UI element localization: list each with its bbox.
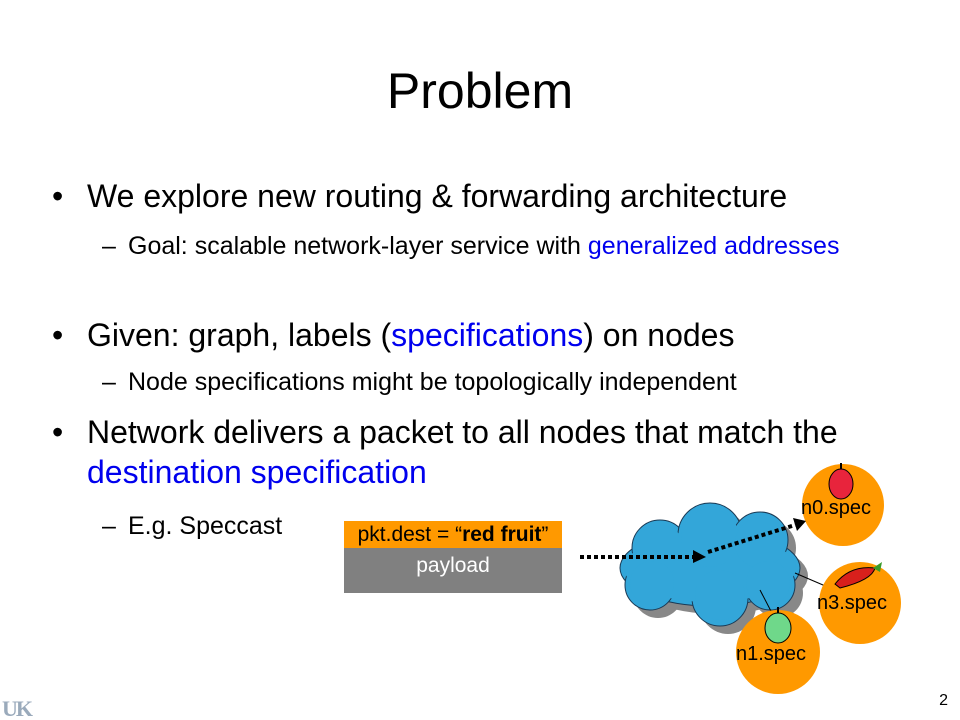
- packet-path-arrow: [580, 518, 806, 563]
- sub-bullet-text: Node specifications might be topological…: [128, 368, 737, 396]
- node-n1: [736, 610, 820, 694]
- text: Network delivers a packet to all nodes t…: [87, 414, 838, 450]
- dash-icon: –: [102, 512, 116, 540]
- text: pkt.dest = “: [357, 523, 463, 546]
- bullet-icon: •: [52, 178, 64, 214]
- text: Goal: scalable network-layer service wit…: [128, 232, 588, 260]
- bullet-text: Network delivers a packet to all nodes t…: [87, 412, 932, 492]
- text: ) on nodes: [583, 317, 735, 353]
- highlight-text: specifications: [391, 317, 584, 353]
- slide-title: Problem: [386, 63, 574, 119]
- bullet-3: • Network delivers a packet to all nodes…: [52, 412, 932, 492]
- page-number: 2: [939, 692, 948, 709]
- highlight-text: destination specification: [87, 454, 427, 490]
- bullet-1: • We explore new routing & forwarding ar…: [52, 176, 932, 216]
- node-label-n3: n3.spec: [817, 592, 888, 614]
- node-label-n1: n1.spec: [736, 643, 807, 665]
- bullet-icon: •: [52, 317, 64, 353]
- packet-payload: payload: [344, 548, 562, 593]
- bullet-icon: •: [52, 414, 64, 450]
- node-n0: [802, 464, 884, 546]
- bullet-text: We explore new routing & forwarding arch…: [87, 178, 788, 214]
- sub-bullet-1: – Goal: scalable network-layer service w…: [102, 228, 902, 265]
- red-pepper-icon: [834, 562, 882, 589]
- sub-bullet-text: Goal: scalable network-layer service wit…: [128, 228, 902, 265]
- sub-bullet-2: – Node specifications might be topologic…: [102, 364, 902, 401]
- sub-bullet-text: E.g. Speccast: [128, 512, 283, 540]
- sub-bullet-3: – E.g. Speccast: [102, 508, 402, 545]
- green-apple-icon: [764, 607, 792, 644]
- text: Given: graph, labels (: [87, 317, 392, 353]
- uk-logo: UK: [2, 696, 33, 720]
- text: ”: [541, 523, 549, 546]
- red-apple-icon: [828, 463, 854, 500]
- dash-icon: –: [102, 368, 116, 396]
- bullet-text: Given: graph, labels (specifications) on…: [87, 315, 932, 355]
- dash-icon: –: [102, 232, 116, 260]
- highlight-text: generalized addresses: [587, 232, 840, 260]
- packet-header: pkt.dest = “red fruit”: [344, 521, 562, 548]
- bullet-2: • Given: graph, labels (specifications) …: [52, 315, 932, 355]
- text: red fruit: [462, 523, 542, 546]
- node-label-n0: n0.spec: [801, 497, 872, 519]
